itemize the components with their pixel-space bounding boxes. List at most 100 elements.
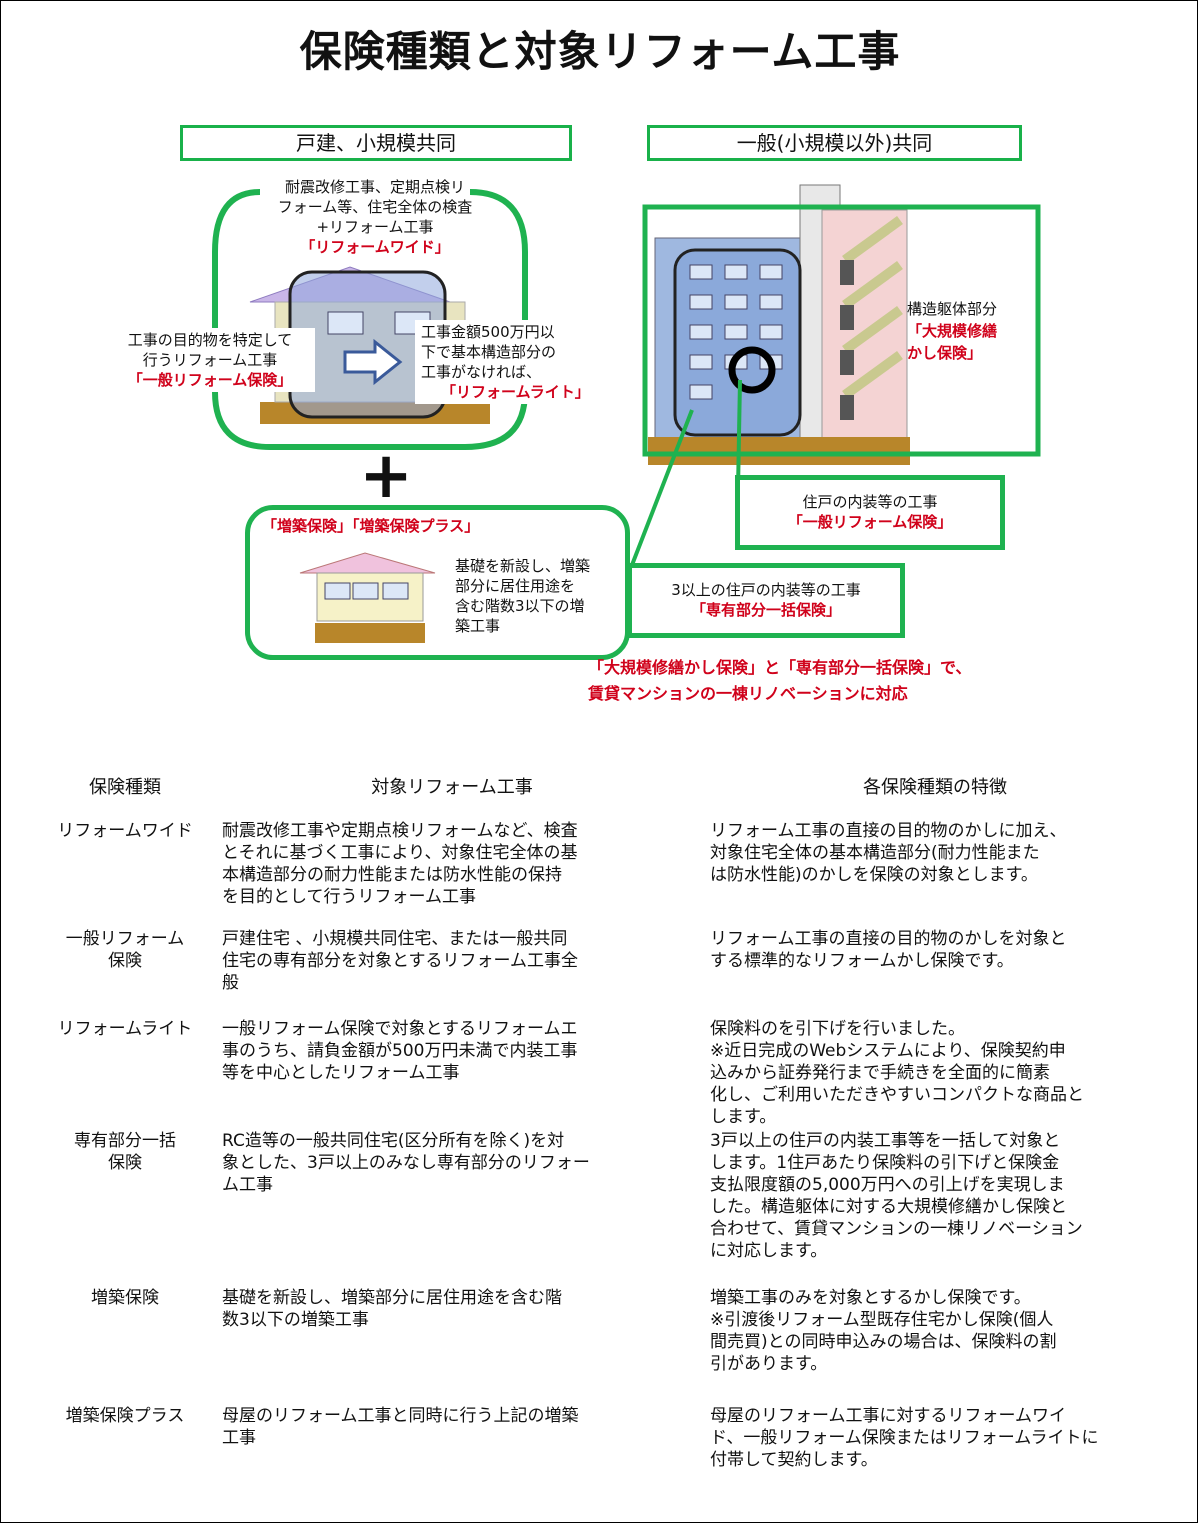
light-text-line: 工事金額500万円以 xyxy=(421,323,555,341)
interior-text: 住戸の内装等の工事 xyxy=(802,493,938,511)
cell-line: リフォームライト xyxy=(57,1019,193,1039)
page-title: 保険種類と対象リフォーム工事 xyxy=(299,27,901,76)
cell-line: ド、一般リフォーム保険またはリフォームライトに xyxy=(710,1428,1099,1448)
row-feature-cell: 増築工事のみを対象とするかし保険です。※引渡後リフォーム型既存住宅かし保険(個人… xyxy=(710,1287,1160,1375)
cell-line: 付帯して契約します。 xyxy=(710,1450,878,1470)
cell-line: リフォームワイド xyxy=(57,821,193,841)
row-feature-cell: 保険料のを引下げを行いました。※近日完成のWebシステムにより、保険契約申込みか… xyxy=(710,1018,1160,1128)
wide-description: 耐震改修工事、定期点検リ フォーム等、住宅全体の検査 +リフォーム工事 「リフォ… xyxy=(240,177,510,257)
cell-line: 象とした、3戸以上のみなし専有部分のリフォー xyxy=(222,1153,590,1173)
cell-line: RC造等の一般共同住宅(区分所有を除く)を対 xyxy=(222,1131,565,1151)
cell-line: 般 xyxy=(222,973,239,993)
general-text-line: 工事の目的物を特定して xyxy=(127,331,293,349)
cell-line: とそれに基づく工事により、対象住宅全体の基 xyxy=(222,843,578,863)
cell-line: 込みから証券発行まで手続きを全面的に簡素 xyxy=(710,1063,1050,1083)
table-header-type: 保険種類 xyxy=(89,777,161,798)
cell-line: します。 xyxy=(710,1107,777,1127)
bulk-box: 3以上の住戸の内装等の工事 「専有部分一括保険」 xyxy=(627,563,905,638)
cell-line: 増築工事のみを対象とするかし保険です。 xyxy=(710,1288,1031,1308)
cell-line: 数3以下の増築工事 xyxy=(222,1310,369,1330)
cell-line: 母屋のリフォーム工事と同時に行う上記の増築 xyxy=(222,1406,579,1426)
cell-line: 一般リフォーム xyxy=(65,929,185,949)
left-panel-header: 戸建、小規模共同 xyxy=(180,125,572,161)
structure-coverage-frame xyxy=(642,204,1041,457)
table-header-target: 対象リフォーム工事 xyxy=(371,777,533,798)
extension-name-label: 「増築保険」「増築保険プラス」 xyxy=(262,515,480,536)
house-window xyxy=(327,311,364,335)
interior-name-label: 「一般リフォーム保険」 xyxy=(787,513,953,531)
row-target-cell: 耐震改修工事や定期点検リフォームなど、検査とそれに基づく工事により、対象住宅全体… xyxy=(222,820,682,908)
row-type-cell: 増築保険プラス xyxy=(40,1405,210,1427)
wide-text-line: フォーム等、住宅全体の検査 xyxy=(277,198,473,216)
extension-text-line: 含む階数3以下の増 xyxy=(455,597,585,615)
wide-text-line: +リフォーム工事 xyxy=(316,218,434,236)
cell-line: 戸建住宅 、小規模共同住宅、または一般共同 xyxy=(222,929,568,949)
cell-line: した。構造躯体に対する大規模修繕かし保険と xyxy=(710,1197,1067,1217)
connector-line xyxy=(630,409,694,566)
cell-line: 専有部分一括 xyxy=(74,1131,176,1151)
extension-roof xyxy=(299,552,436,574)
cell-line: は防水性能)のかしを保険の対象とします。 xyxy=(710,865,1038,885)
wide-coverage-bracket xyxy=(212,189,528,450)
cell-line: ※近日完成のWebシステムにより、保険契約申 xyxy=(710,1041,1066,1061)
row-target-cell: 母屋のリフォーム工事と同時に行う上記の増築工事 xyxy=(222,1405,682,1449)
row-feature-cell: リフォーム工事の直接の目的物のかしを対象とする標準的なリフォームかし保険です。 xyxy=(710,928,1160,972)
right-panel-header: 一般(小規模以外)共同 xyxy=(647,125,1022,161)
cell-line: ム工事 xyxy=(222,1175,273,1195)
cell-line: 住宅の専有部分を対象とするリフォーム工事全 xyxy=(222,951,578,971)
cell-line: 基礎を新設し、増築部分に居住用途を含む階 xyxy=(222,1288,562,1308)
right-caption: 「大規模修繕かし保険」と「専有部分一括保険」で、 賃貸マンションの一棟リノベーシ… xyxy=(588,655,971,707)
interior-box: 住戸の内装等の工事 「一般リフォーム保険」 xyxy=(735,475,1005,550)
cell-line: 耐震改修工事や定期点検リフォームなど、検査 xyxy=(222,821,578,841)
extension-house-illustration xyxy=(299,552,436,643)
bulk-text: 3以上の住戸の内装等の工事 xyxy=(671,581,861,599)
cell-line: を目的として行うリフォーム工事 xyxy=(222,887,476,907)
light-text-line: 工事がなければ、 xyxy=(421,363,542,381)
row-target-cell: 基礎を新設し、増築部分に居住用途を含む階数3以下の増築工事 xyxy=(222,1287,682,1331)
arrow-right-icon xyxy=(343,338,403,386)
row-feature-cell: 3戸以上の住戸の内装工事等を一括して対象とします。1住戸あたり保険料の引下げと保… xyxy=(710,1130,1160,1262)
bulk-name-label: 「専有部分一括保険」 xyxy=(690,601,841,619)
row-target-cell: RC造等の一般共同住宅(区分所有を除く)を対象とした、3戸以上のみなし専有部分の… xyxy=(222,1130,682,1196)
cell-line: 事のうち、請負金額が500万円未満で内装工事 xyxy=(222,1041,578,1061)
cell-line: 増築保険 xyxy=(91,1288,159,1308)
cell-line: 引があります。 xyxy=(710,1354,828,1374)
balcony-rails xyxy=(842,215,903,400)
row-type-cell: リフォームライト xyxy=(40,1018,210,1040)
cell-line: リフォーム工事の直接の目的物のかしに加え、 xyxy=(710,821,1067,841)
wide-name-label: 「リフォームワイド」 xyxy=(300,238,450,256)
extension-window xyxy=(324,582,351,600)
general-text-line: 行うリフォーム工事 xyxy=(142,351,278,369)
cell-line: 保険 xyxy=(108,1153,142,1173)
light-name-label: 「リフォームライト」 xyxy=(441,383,590,401)
general-description: 工事の目的物を特定して 行うリフォーム工事 「一般リフォーム保険」 xyxy=(105,328,315,392)
structure-description: 構造躯体部分 「大規模修繕 かし保険」 xyxy=(907,298,1027,364)
row-type-cell: 一般リフォーム保険 xyxy=(40,928,210,972)
row-type-cell: リフォームワイド xyxy=(40,820,210,842)
cell-line: 増築保険プラス xyxy=(65,1406,185,1426)
cell-line: ※引渡後リフォーム型既存住宅かし保険(個人 xyxy=(710,1310,1054,1330)
structure-name-line: かし保険」 xyxy=(907,344,983,362)
cell-line: に対応します。 xyxy=(710,1241,828,1261)
unit-highlight-circle xyxy=(728,346,776,394)
cell-line: リフォーム工事の直接の目的物のかしを対象と xyxy=(710,929,1067,949)
light-text-line: 下で基本構造部分の xyxy=(421,343,557,361)
extension-text-line: 部分に居住用途を xyxy=(455,577,576,595)
cell-line: 工事 xyxy=(222,1428,256,1448)
row-target-cell: 一般リフォーム保険で対象とするリフォームエ事のうち、請負金額が500万円未満で内… xyxy=(222,1018,682,1084)
row-feature-cell: リフォーム工事の直接の目的物のかしに加え、対象住宅全体の基本構造部分(耐力性能ま… xyxy=(710,820,1160,886)
cell-line: 母屋のリフォーム工事に対するリフォームワイ xyxy=(710,1406,1066,1426)
extension-text-line: 築工事 xyxy=(455,617,501,635)
cell-line: する標準的なリフォームかし保険です。 xyxy=(710,951,1014,971)
cell-line: 支払限度額の5,000万円への引上げを実現しま xyxy=(710,1175,1065,1195)
cell-line: します。1住戸あたり保険料の引下げと保険金 xyxy=(710,1153,1060,1173)
cell-line: 3戸以上の住戸の内装工事等を一括して対象と xyxy=(710,1131,1061,1151)
extension-window xyxy=(382,582,409,600)
row-type-cell: 増築保険 xyxy=(40,1287,210,1309)
extension-window xyxy=(352,582,379,600)
cell-line: 本構造部分の耐力性能または防水性能の保持 xyxy=(222,865,562,885)
extension-description: 基礎を新設し、増築 部分に居住用途を 含む階数3以下の増 築工事 xyxy=(455,556,625,636)
apartment-foundation xyxy=(648,437,910,465)
caption-line: 「大規模修繕かし保険」と「専有部分一括保険」で、 xyxy=(588,658,972,677)
